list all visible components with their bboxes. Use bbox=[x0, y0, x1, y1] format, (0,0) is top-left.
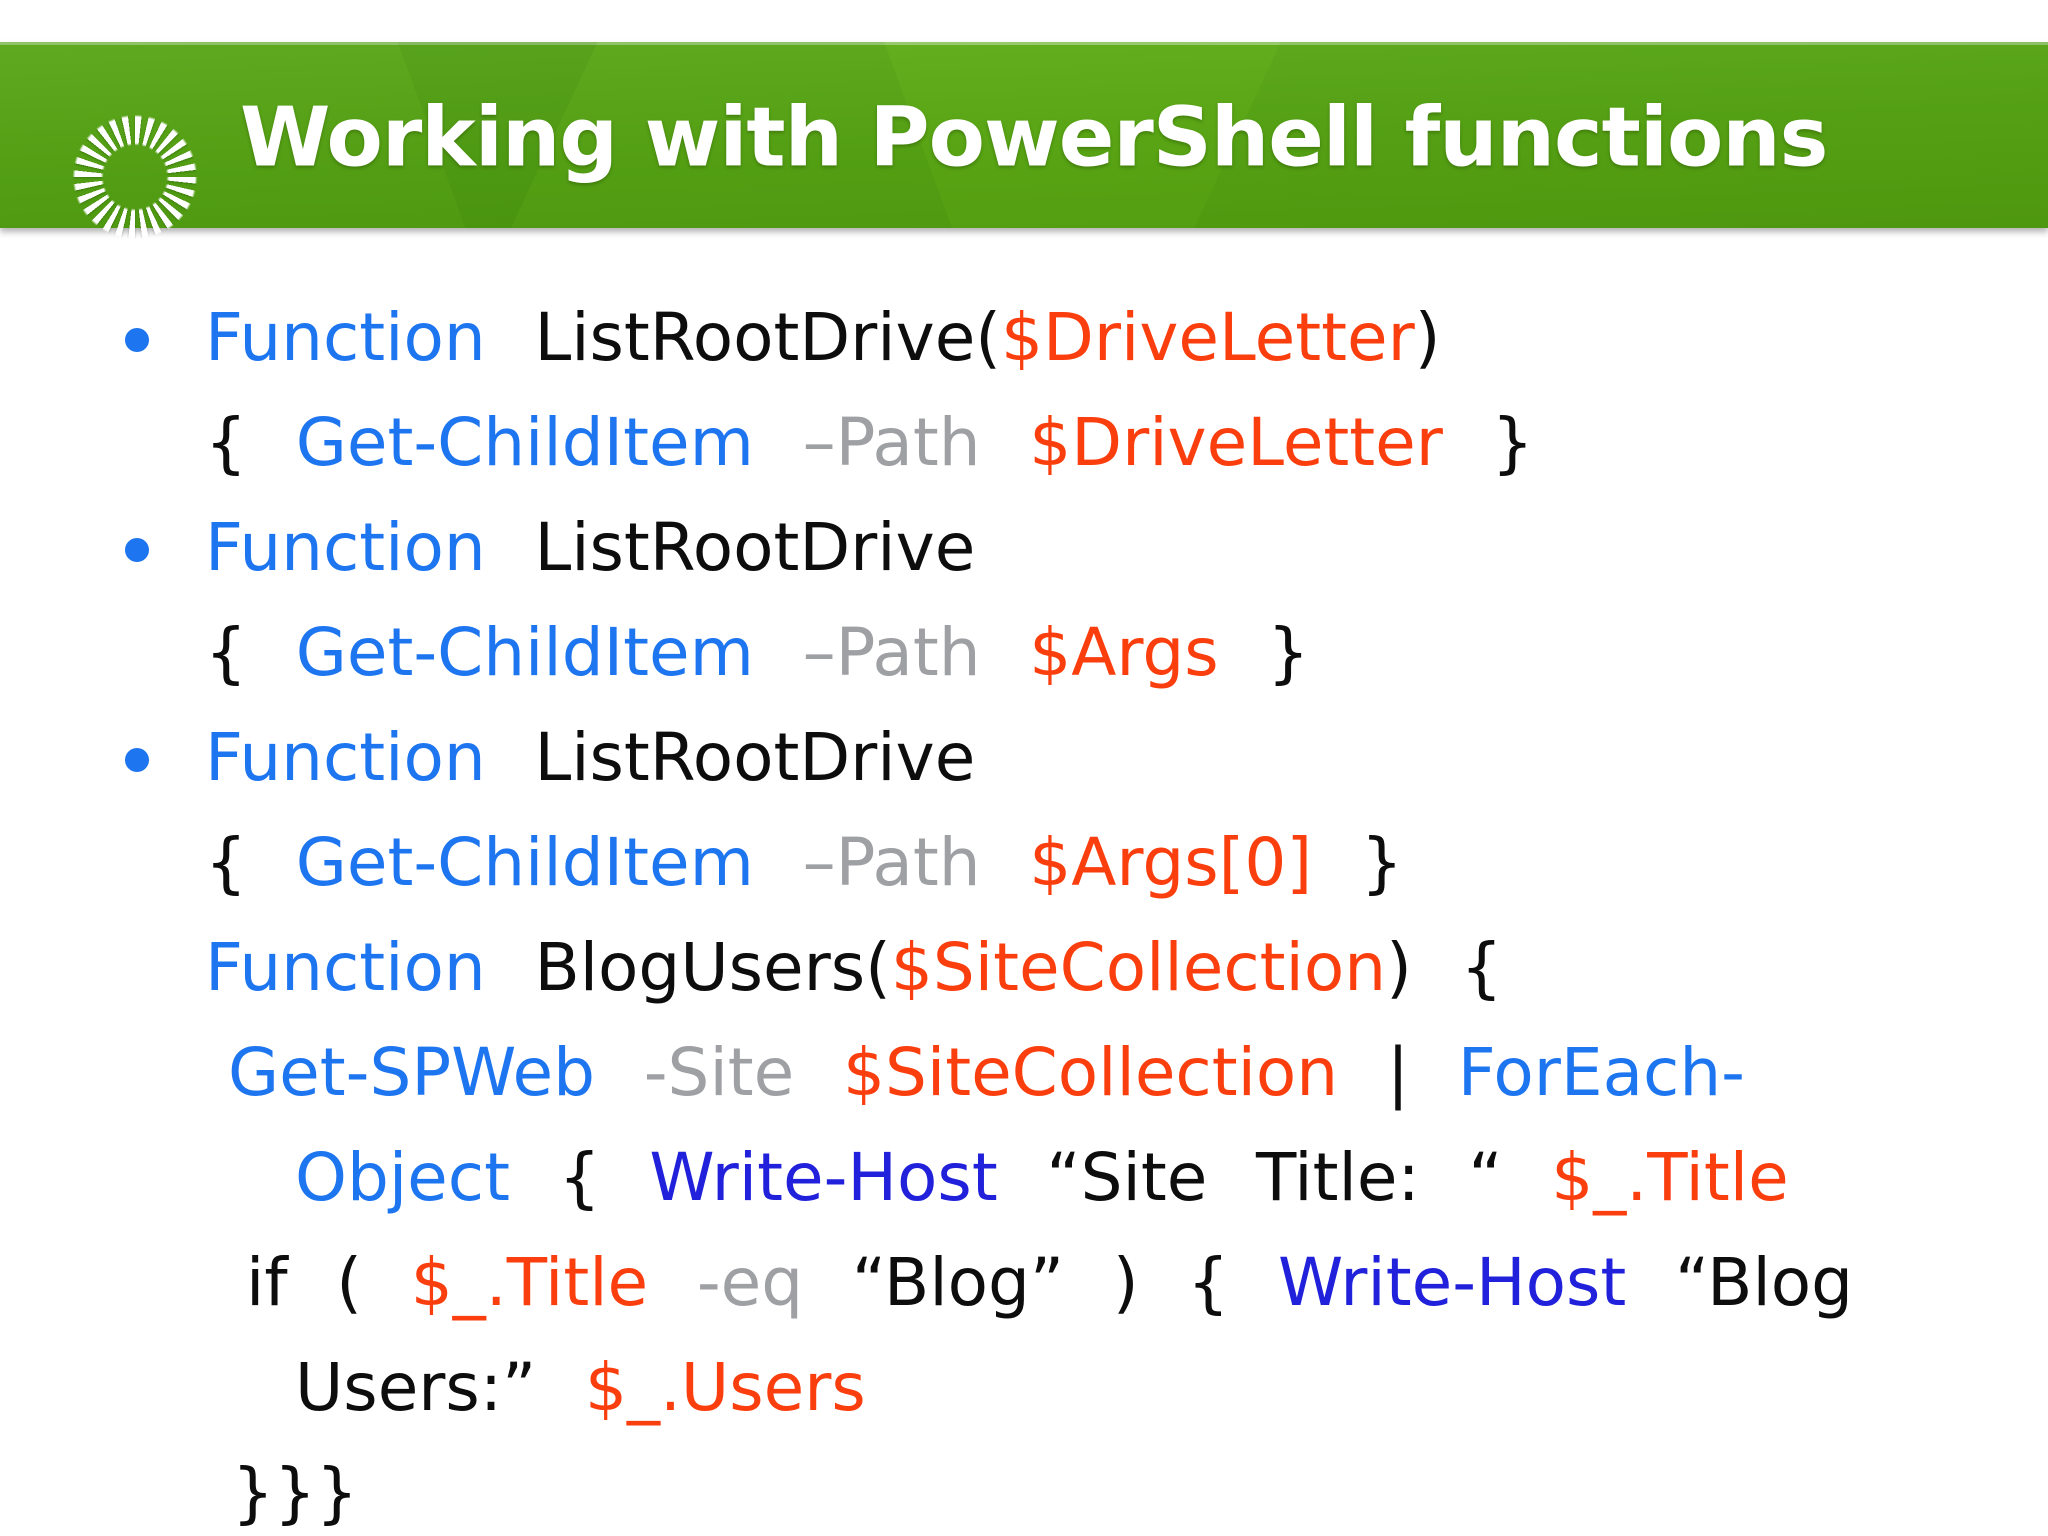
code-token: “Site Title: “ bbox=[1046, 1139, 1552, 1216]
code-token: ) bbox=[1414, 299, 1441, 376]
code-line: { Get-ChildItem –Path $Args } bbox=[0, 607, 2048, 712]
code-token: Get-ChildItem bbox=[295, 404, 803, 481]
code-token: | bbox=[1386, 1034, 1458, 1111]
code-token: Object bbox=[295, 1139, 559, 1216]
code-line: Users:” $_.Users bbox=[0, 1342, 2048, 1447]
code-token: Get-SPWeb bbox=[228, 1034, 644, 1111]
code-token: “Blog bbox=[1675, 1244, 1854, 1321]
code-token: ListRootDrive( bbox=[534, 299, 1002, 376]
code-line: Function ListRootDrive bbox=[0, 712, 2048, 817]
code-line: Function ListRootDrive($DriveLetter) bbox=[0, 292, 2048, 397]
code-token: Write-Host bbox=[649, 1139, 1047, 1216]
bullet-dot bbox=[125, 328, 149, 352]
code-line: { Get-ChildItem –Path $Args[0] } bbox=[0, 817, 2048, 922]
code-token: if ( bbox=[246, 1244, 411, 1321]
code-token: -Site bbox=[643, 1034, 843, 1111]
code-token: Users:” bbox=[295, 1349, 585, 1426]
code-token: Function bbox=[205, 929, 535, 1006]
code-token: –Path bbox=[802, 404, 1030, 481]
code-token: $_.Title bbox=[410, 1244, 697, 1321]
code-token: Function bbox=[205, 509, 535, 586]
code-token: { bbox=[205, 824, 296, 901]
code-line: Object { Write-Host “Site Title: “ $_.Ti… bbox=[0, 1132, 2048, 1237]
code-token: BlogUsers( bbox=[534, 929, 891, 1006]
code-token: ListRootDrive bbox=[534, 509, 976, 586]
sunburst-logo-icon bbox=[72, 114, 198, 240]
code-token: $Args[0] bbox=[1029, 824, 1361, 901]
code-token: } bbox=[1360, 824, 1403, 901]
code-token: } bbox=[1491, 404, 1534, 481]
bullet-dot bbox=[125, 748, 149, 772]
code-area: Function ListRootDrive($DriveLetter){ Ge… bbox=[0, 292, 2048, 1536]
code-token: ListRootDrive bbox=[534, 719, 976, 796]
code-token: -eq bbox=[696, 1244, 852, 1321]
code-token: Get-ChildItem bbox=[295, 614, 803, 691]
code-token: $_.Users bbox=[584, 1349, 866, 1426]
code-token: { bbox=[205, 404, 296, 481]
slide-header: Working with PowerShell functions bbox=[0, 42, 2048, 240]
code-token: $SiteCollection bbox=[842, 1034, 1387, 1111]
bullet-dot bbox=[125, 538, 149, 562]
code-token: ForEach- bbox=[1457, 1034, 1745, 1111]
code-token: Function bbox=[205, 299, 535, 376]
code-token: –Path bbox=[802, 614, 1030, 691]
code-token: Get-ChildItem bbox=[295, 824, 803, 901]
code-token: $DriveLetter bbox=[1001, 299, 1415, 376]
code-token: $SiteCollection bbox=[890, 929, 1387, 1006]
code-line: if ( $_.Title -eq “Blog” ) { Write-Host … bbox=[0, 1237, 2048, 1342]
code-token: Write-Host bbox=[1277, 1244, 1676, 1321]
code-token: Function bbox=[205, 719, 535, 796]
top-strip bbox=[0, 0, 2048, 42]
code-line: Function BlogUsers($SiteCollection) { bbox=[0, 922, 2048, 1027]
code-token: –Path bbox=[802, 824, 1030, 901]
code-line: Get-SPWeb -Site $SiteCollection | ForEac… bbox=[0, 1027, 2048, 1132]
code-token: “Blog” ) { bbox=[851, 1244, 1278, 1321]
code-token: ) { bbox=[1386, 929, 1503, 1006]
code-line: }}} bbox=[0, 1447, 2048, 1536]
code-line: Function ListRootDrive bbox=[0, 502, 2048, 607]
code-token: $DriveLetter bbox=[1029, 404, 1492, 481]
code-line: { Get-ChildItem –Path $DriveLetter } bbox=[0, 397, 2048, 502]
slide-title: Working with PowerShell functions bbox=[240, 90, 1828, 186]
code-token: { bbox=[558, 1139, 650, 1216]
code-token: { bbox=[205, 614, 296, 691]
code-token: $Args bbox=[1029, 614, 1268, 691]
code-token: }}} bbox=[232, 1454, 358, 1531]
code-token: } bbox=[1267, 614, 1310, 691]
code-token: $_.Title bbox=[1551, 1139, 1789, 1216]
